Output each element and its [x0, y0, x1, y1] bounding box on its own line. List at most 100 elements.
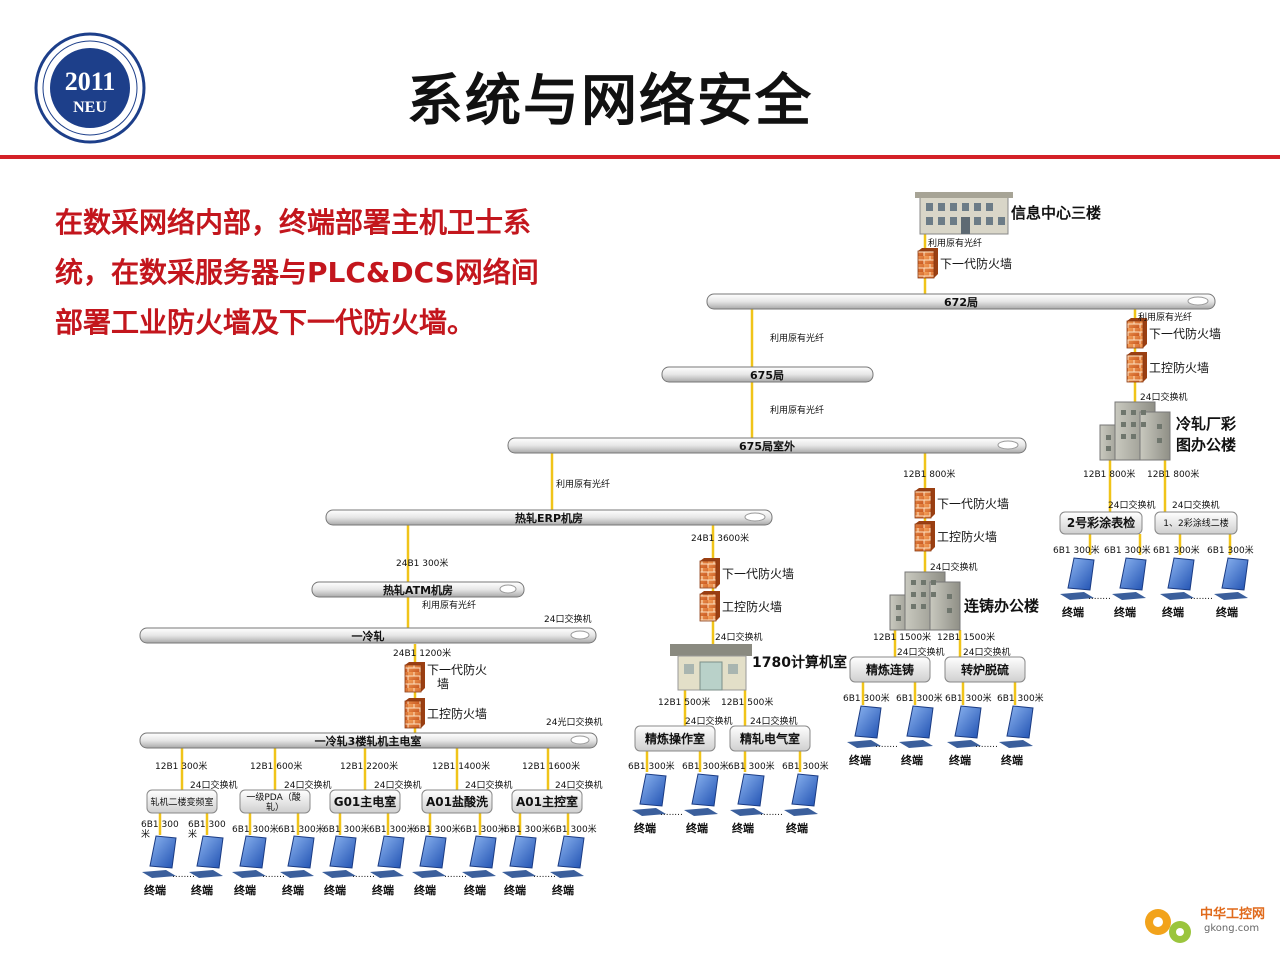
- link-label: 利用原有光纤: [770, 332, 824, 344]
- link-label: 6B1 300米: [1207, 544, 1254, 556]
- firewall-label: 下一代防火墙: [937, 496, 1009, 511]
- link-label: 利用原有光纤: [928, 237, 982, 249]
- terminal-computer-icon: 终端: [899, 705, 934, 767]
- building-cold-rolling-office: [1099, 401, 1171, 461]
- terminal-label: 终端: [324, 883, 346, 897]
- link-label: 24口交换机: [284, 779, 331, 791]
- link-label: 12B1 1500米: [937, 631, 995, 643]
- terminal-ellipsis: ........: [760, 808, 783, 818]
- link-label: 12B1 500米: [721, 696, 773, 708]
- terminal-label: 终端: [414, 883, 436, 897]
- bar-cold-rolling-1: 一冷轧: [139, 627, 597, 644]
- terminal-computer-icon: 终端: [142, 835, 177, 897]
- firewall-label: 工控防火墙: [427, 706, 487, 721]
- link-label: 12B1 800米: [1083, 468, 1135, 480]
- logo-year: 2011: [65, 67, 116, 96]
- terminal-label: 终端: [849, 753, 871, 767]
- box-refine-op: 精炼操作室: [645, 731, 705, 746]
- firewall-icon: 下一代防火墙: [1126, 318, 1221, 349]
- link-label: 6B1 300米: [414, 823, 461, 835]
- bar-hot-rolling-atm: 热轧ATM机房: [311, 581, 525, 598]
- description: 在数采网络内部，终端部署主机卫士系 统，在数采服务器与PLC&DCS网络间 部署…: [55, 198, 615, 348]
- bar-erp-label: 热轧ERP机房: [515, 511, 583, 525]
- switch-boxes: 2号彩涂表检 1、2彩涂线二楼 精炼连铸 转炉脱硫 精炼操作室 精轧电气室 轧机…: [146, 511, 1238, 814]
- terminal-computer-icon: 终端: [1160, 557, 1195, 619]
- link-label: 12B1 600米: [250, 760, 302, 772]
- gkong-watermark: 中华工控网 gkong.com: [1145, 906, 1265, 943]
- link-label: 6B1 300米: [369, 823, 416, 835]
- terminal-computer-icon: 终端: [632, 773, 667, 835]
- link-label: 6B1 300米: [896, 692, 943, 704]
- terminal-computer-icon: 终端: [1112, 557, 1147, 619]
- firewall-icon: 工控防火墙: [914, 521, 997, 552]
- firewall-label: 工控防火墙: [722, 599, 782, 614]
- link-label: 24B1 1200米: [393, 647, 451, 659]
- link-label: 24口交换机: [465, 779, 512, 791]
- terminal-label: 终端: [504, 883, 526, 897]
- slide-title: 系统与网络安全: [407, 69, 813, 134]
- terminal-computer-icon: 终端: [550, 835, 585, 897]
- link-label: 6B1 300米: [1104, 544, 1151, 556]
- bar-672: 672局: [706, 293, 1216, 310]
- terminal-computer-icon: 终端: [1214, 557, 1249, 619]
- terminal-label: 终端: [1062, 605, 1084, 619]
- firewall-label: 工控防火墙: [1149, 360, 1209, 375]
- terminal-computer-icon: 终端: [684, 773, 719, 835]
- box-pda: 一级PDA（酸 轧）: [246, 791, 303, 813]
- terminal-computer-icon: 终端: [370, 835, 405, 897]
- link-label: 6B1 300米: [1153, 544, 1200, 556]
- firewall-icon: 下一代防火墙: [914, 488, 1009, 519]
- cold-rolling-office-label: 冷轧厂彩 图办公楼: [1176, 415, 1241, 454]
- bar-675-label: 675局: [750, 369, 784, 382]
- terminal-ellipsis: ........: [875, 740, 898, 750]
- link-label: 24口交换机: [544, 613, 591, 625]
- terminal-ellipsis: ........: [1088, 592, 1111, 602]
- terminal-label: 终端: [949, 753, 971, 767]
- firewall-label: 工控防火墙: [937, 529, 997, 544]
- link-label: 6B1 300米: [782, 760, 829, 772]
- neu-2011-logo: 2011 NEU: [34, 32, 146, 144]
- terminal-computer-icon: 终端: [189, 835, 224, 897]
- building-caster-office: [889, 571, 961, 631]
- terminal-label: 终端: [1162, 605, 1184, 619]
- terminal-ellipsis: ........: [262, 870, 285, 880]
- bar-675: 675局: [661, 366, 874, 383]
- link-label: 6B1 300米: [278, 823, 325, 835]
- link-label: 12B1 800米: [903, 468, 955, 480]
- firewall-icon: 下一代防火墙: [917, 248, 1012, 279]
- link-label: 24口交换机: [1140, 391, 1187, 403]
- terminal-label: 终端: [634, 821, 656, 835]
- bar-675-outdoor: 675局室外: [507, 437, 1027, 454]
- terminal-computer-icon: 终端: [999, 705, 1034, 767]
- link-label: 12B1 2200米: [340, 760, 398, 772]
- bar-672-label: 672局: [944, 296, 978, 309]
- link-label: 24口交换机: [555, 779, 602, 791]
- link-label: 利用原有光纤: [422, 599, 476, 611]
- link-label: 24口交换机: [685, 715, 732, 727]
- description-line-3: 部署工业防火墙及下一代防火墙。: [55, 306, 476, 339]
- box-converter: 转炉脱硫: [961, 662, 1009, 677]
- terminal-ellipsis: ........: [533, 870, 556, 880]
- terminal-label: 终端: [464, 883, 486, 897]
- building-1780-room: [670, 644, 752, 691]
- box-a01-pickling: A01盐酸洗: [426, 794, 488, 809]
- terminal-computer-icon: 终端: [784, 773, 819, 835]
- watermark-domain: gkong.com: [1204, 923, 1259, 934]
- terminal-computer-icon: 终端: [502, 835, 537, 897]
- logo-abbr: NEU: [73, 99, 107, 116]
- link-label: 12B1 1500米: [873, 631, 931, 643]
- link-label: 24口交换机: [190, 779, 237, 791]
- terminal-layer: 终端终端终端终端终端终端终端终端终端终端终端终端终端终端终端终端终端终端终端终端…: [142, 557, 1249, 897]
- terminal-computer-icon: 终端: [322, 835, 357, 897]
- link-label: 6B1 300米: [504, 823, 551, 835]
- terminal-ellipsis: ........: [172, 870, 195, 880]
- terminal-ellipsis: ........: [1190, 592, 1213, 602]
- link-label: 6B1 300米: [728, 760, 775, 772]
- link-label: 24口交换机: [1172, 499, 1219, 511]
- firewall-icon: 下一代防火墙: [699, 558, 794, 589]
- link-label: 24口交换机: [374, 779, 421, 791]
- firewall-label: 下一代防火墙: [722, 566, 794, 581]
- link-label: 6B1 300米: [682, 760, 729, 772]
